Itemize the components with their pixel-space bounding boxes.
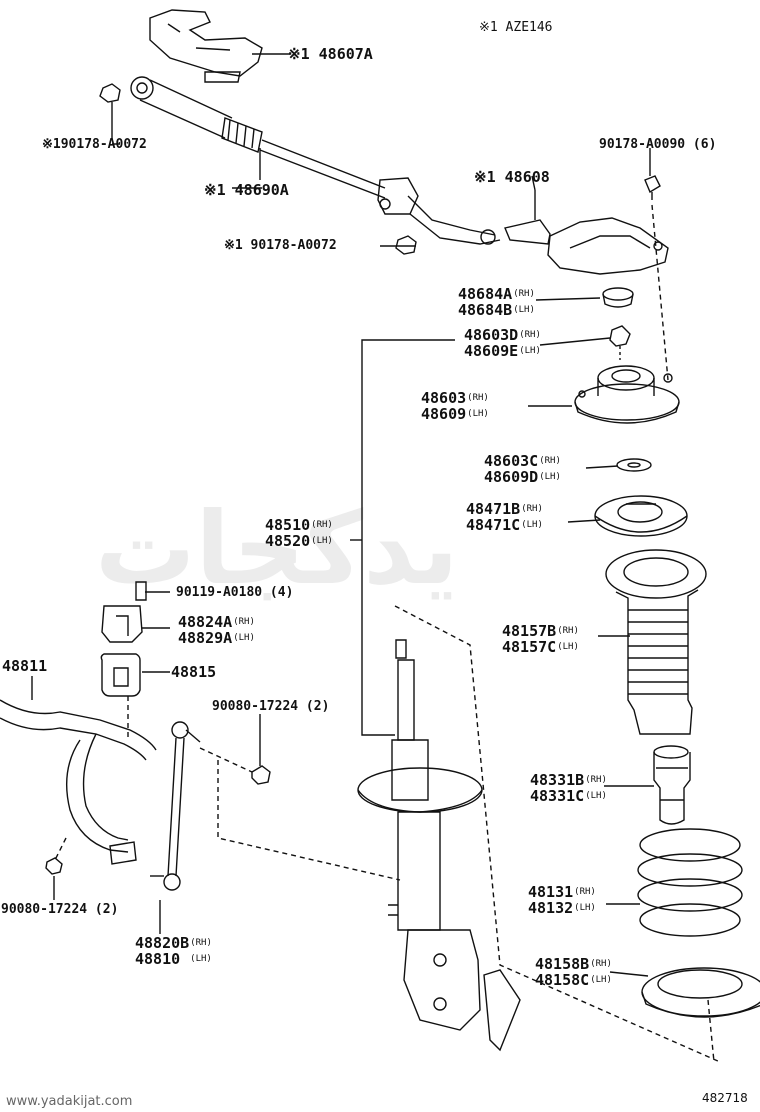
figure-code: 482718 xyxy=(702,1091,748,1105)
nut-part xyxy=(99,83,417,255)
label-48603d: 48603D(RH) xyxy=(464,326,541,344)
lower-bracket-part xyxy=(504,190,669,275)
label-48811: 48811 xyxy=(2,657,48,675)
label-90080-17224-left: 90080-17224 (2) xyxy=(1,902,119,917)
label-90178-a0072-mid: ※1 90178-A0072 xyxy=(224,238,337,253)
label-48158c: 48158C(LH) xyxy=(535,971,612,989)
label-48603: 48603(RH) xyxy=(421,389,489,407)
label-48684b: 48684B(LH) xyxy=(458,301,535,319)
watermark: یدکجات xyxy=(95,490,463,607)
label-90080-17224-right: 90080-17224 (2) xyxy=(212,699,330,714)
label-48609e: 48609E(LH) xyxy=(464,342,541,360)
strut-support-part xyxy=(574,365,680,424)
label-48608: ※1 48608 xyxy=(474,168,550,186)
label-48609: 48609(LH) xyxy=(421,405,489,423)
label-48810: 48810(LH) xyxy=(135,950,212,968)
label-48158b: 48158B(RH) xyxy=(535,955,612,973)
label-48824a: 48824A(RH) xyxy=(178,613,255,631)
label-48131: 48131(RH) xyxy=(528,883,596,901)
label-48471c: 48471C(LH) xyxy=(466,516,543,534)
label-48471b: 48471B(RH) xyxy=(466,500,543,518)
label-90119-a0180: 90119-A0180 (4) xyxy=(176,585,294,600)
label-48331b: 48331B(RH) xyxy=(530,771,607,789)
label-48603c: 48603C(RH) xyxy=(484,452,561,470)
coil-spring-part xyxy=(637,828,743,937)
label-48829a: 48829A(LH) xyxy=(178,629,255,647)
spring-insulator-part xyxy=(641,967,760,1018)
label-48510: 48510(RH) xyxy=(265,516,333,534)
header-note: ※1 AZE146 xyxy=(479,20,553,35)
stabilizer-link-part xyxy=(150,721,201,891)
label-48815: 48815 xyxy=(171,663,217,681)
spring-seat-upper-part xyxy=(594,495,688,537)
label-48607a: ※1 48607A xyxy=(288,45,373,63)
label-48157b: 48157B(RH) xyxy=(502,622,579,640)
label-48690a: ※1 48690A xyxy=(204,181,289,199)
cap-part xyxy=(602,287,634,308)
stabilizer-bar-part xyxy=(0,699,157,865)
label-90178-a0072-top: ※190178-A0072 xyxy=(42,137,147,152)
label-48609d: 48609D(LH) xyxy=(484,468,561,486)
label-48157c: 48157C(LH) xyxy=(502,638,579,656)
shock-absorber-part xyxy=(357,639,521,1052)
label-48820b: 48820B(RH) xyxy=(135,934,212,952)
phantom-line xyxy=(53,605,721,1063)
label-48132: 48132(LH) xyxy=(528,899,596,917)
bump-stop-part xyxy=(653,745,691,825)
tie-rod-part xyxy=(130,76,501,245)
label-48684a: 48684A(RH) xyxy=(458,285,535,303)
label-48331c: 48331C(LH) xyxy=(530,787,607,805)
upper-bracket-part xyxy=(149,9,263,83)
website-link[interactable]: www.yadakijat.com xyxy=(6,1094,133,1109)
label-48520: 48520(LH) xyxy=(265,532,333,550)
label-90178-a0090: 90178-A0090 (6) xyxy=(599,137,717,152)
dust-boot-part xyxy=(605,549,707,735)
